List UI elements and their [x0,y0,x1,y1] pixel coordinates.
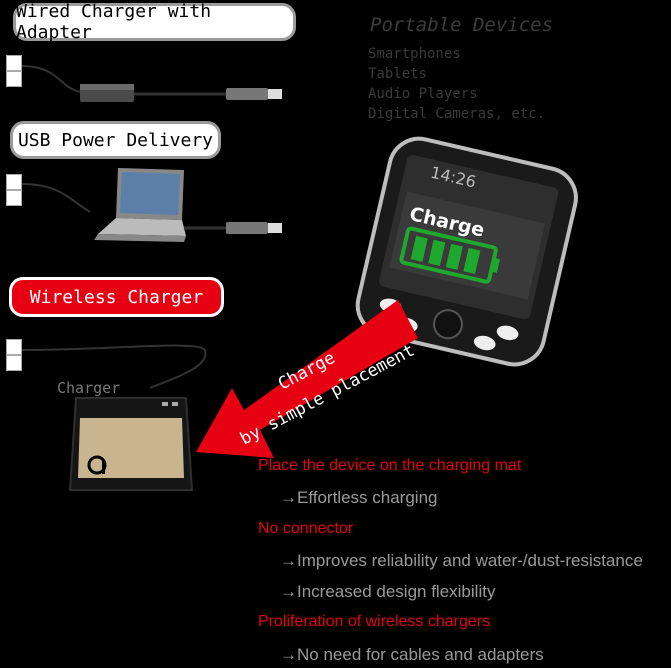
benefit-detail: →Effortless charging [280,488,438,507]
portable-devices-title: Portable Devices [370,14,554,36]
usb-power-delivery-label: USB Power Delivery [10,121,221,159]
wall-outlet-icon [6,174,22,190]
wired-charger-label: Wired Charger with Adapter [13,1,296,43]
wall-outlet-icon [6,71,22,87]
laptop-icon [94,168,186,242]
portable-device-item: Digital Cameras, etc. [368,106,546,122]
wired-charger-text: Wired Charger with Adapter [16,1,212,43]
wireless-charger-text: Wireless Charger [29,286,204,308]
wireless-charger-label: Wireless Charger [9,277,224,317]
benefit-detail: →Increased design flexibility [280,582,496,601]
placement-arrow [196,300,418,458]
benefit-detail: →No need for cables and adapters [280,645,544,664]
wall-outlet-icon [6,355,22,371]
smartphone-icon [355,136,578,367]
benefit-heading: Place the device on the charging mat [258,457,522,474]
portable-device-item: Smartphones [368,46,461,62]
charging-pad-icon [68,397,194,491]
wall-outlet-icon [6,190,22,206]
portable-device-item: Audio Players [368,86,478,102]
usb-power-delivery-text: USB Power Delivery [17,129,214,151]
usb-plug-icon [226,88,268,100]
benefit-detail: →Improves reliability and water-/dust-re… [280,551,643,570]
usb-plug-icon [226,222,268,234]
wall-outlet-icon [6,339,22,355]
benefit-heading: Proliferation of wireless chargers [258,613,491,630]
portable-devices-list: Smartphones Tablets Audio Players Digita… [368,44,545,124]
portable-device-item: Tablets [368,66,428,82]
wall-outlet-icon [6,55,22,71]
charger-label: Charger [57,379,121,397]
benefit-heading: No connector [258,520,354,537]
